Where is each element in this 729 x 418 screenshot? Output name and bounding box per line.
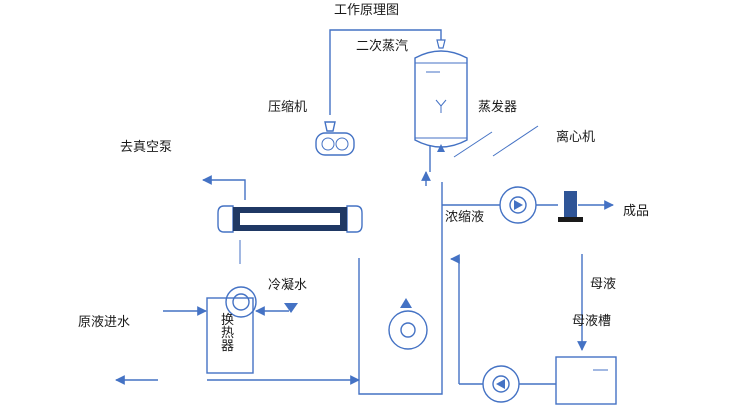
mother-liquor-tank-label: 母液槽 — [572, 314, 611, 329]
evaporator — [414, 50, 468, 172]
centrifuge — [558, 191, 583, 222]
circulation-loop — [358, 182, 443, 395]
heat-exchanger-label-2: 热 — [221, 326, 234, 341]
evaporator-label: 蒸发器 — [478, 99, 517, 115]
product-label: 成品 — [623, 204, 649, 219]
diagram-title: 工作原理图 — [334, 3, 399, 18]
heat-exchanger-label-3: 器 — [221, 339, 234, 354]
mother-liquor-label: 母液 — [590, 277, 616, 292]
compressor — [315, 121, 355, 156]
compressor-label: 压缩机 — [268, 99, 307, 115]
raw-water-in-label: 原液进水 — [78, 315, 130, 330]
heat-exchanger-label-1: 换 — [221, 313, 234, 328]
centrifuge-label: 离心机 — [556, 129, 595, 145]
heat-exchanger — [206, 286, 257, 374]
centrifuge-leader-line — [492, 125, 539, 157]
concentrate-label: 浓缩液 — [445, 209, 484, 225]
condensate-trap-icon — [284, 303, 298, 313]
mother-liquor-return-arrow — [450, 254, 460, 384]
concentrate-pump — [499, 186, 537, 224]
secondary-steam-line — [329, 29, 446, 115]
vacuum-outlet-arrow — [202, 175, 246, 200]
to-vacuum-pump-label: 去真空泵 — [120, 140, 172, 155]
mother-liquor-tank — [555, 356, 617, 405]
evaporator-leader-line — [453, 131, 493, 158]
condensate-label: 冷凝水 — [268, 277, 307, 293]
condenser — [217, 205, 363, 233]
secondary-steam-label: 二次蒸汽 — [356, 38, 408, 54]
circulation-pump-indicator-icon — [400, 298, 412, 308]
circulation-pump — [388, 310, 428, 350]
return-pump — [482, 365, 520, 403]
